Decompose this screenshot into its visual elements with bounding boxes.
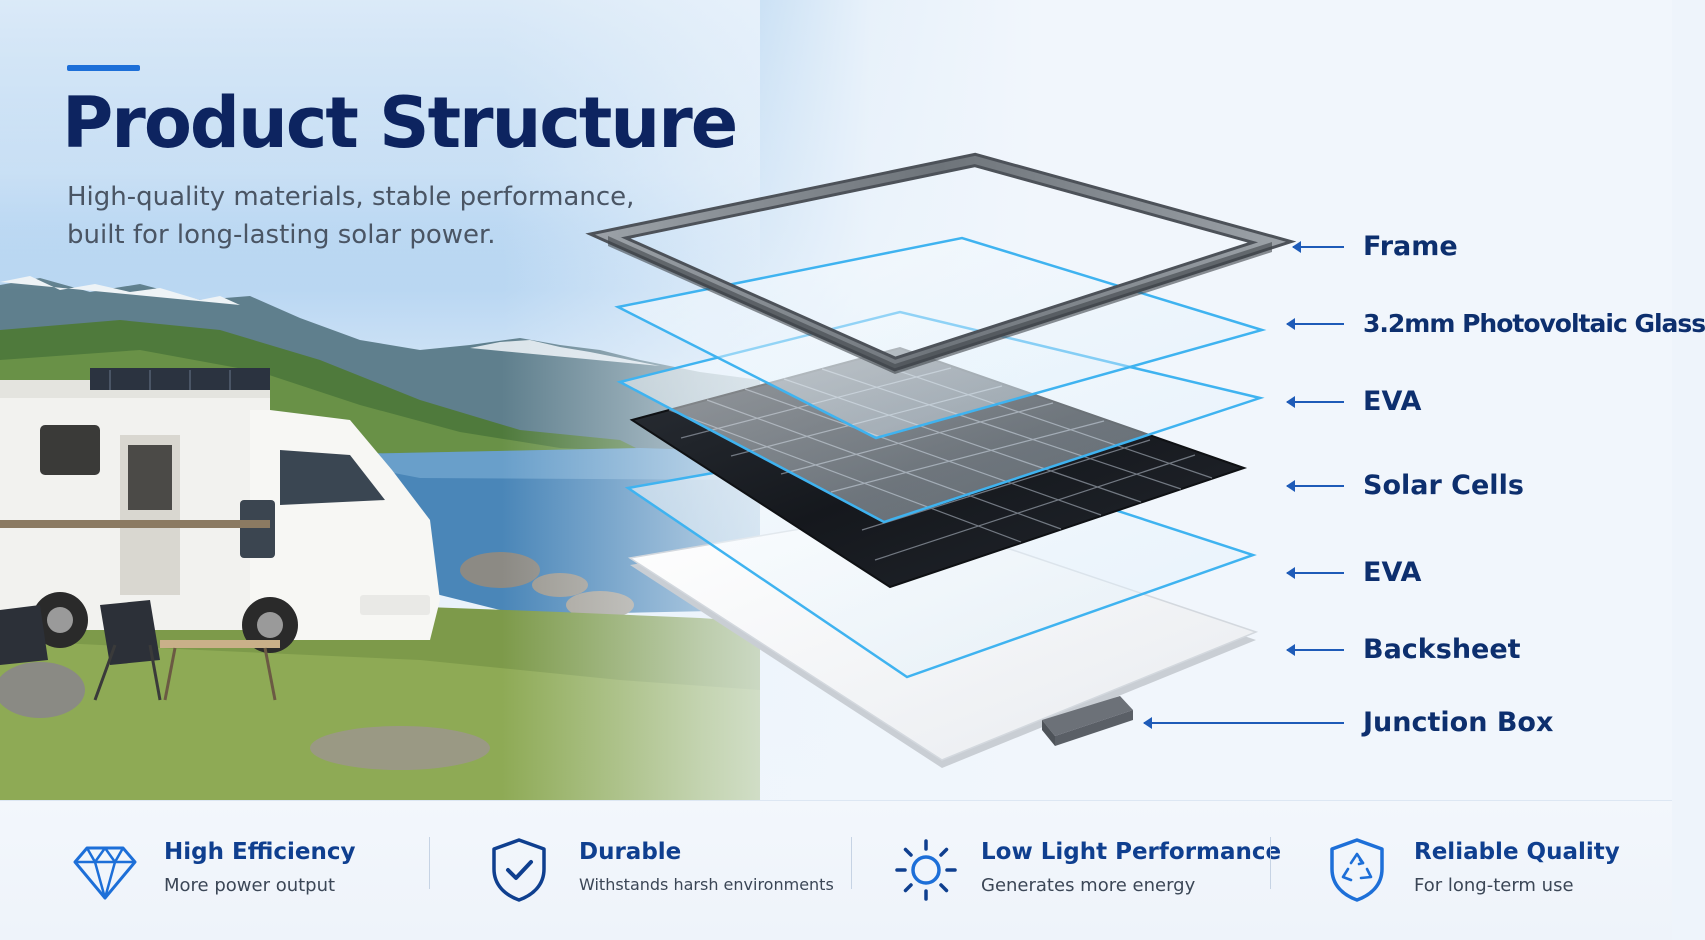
feature-reliable-quality: Reliable Quality For long-term use bbox=[1324, 823, 1654, 921]
feature-title: Low Light Performance bbox=[981, 839, 1282, 865]
layer-label-solar-cells: Solar Cells bbox=[0, 465, 1672, 505]
layer-label-backsheet: Backsheet bbox=[0, 629, 1672, 669]
layer-label-eva-lower: EVA bbox=[0, 552, 1672, 592]
arrow-icon bbox=[1286, 318, 1344, 330]
sun-icon bbox=[893, 837, 959, 903]
arrow-icon bbox=[1286, 644, 1344, 656]
feature-divider bbox=[429, 837, 430, 889]
layer-label-junction-box: Junction Box bbox=[0, 702, 1672, 742]
feature-title: High Efficiency bbox=[164, 839, 356, 865]
feature-divider bbox=[851, 837, 852, 889]
layer-label-frame: Frame bbox=[0, 226, 1672, 266]
layer-label-text: 3.2mm Photovoltaic Glass bbox=[1363, 308, 1705, 338]
layer-label-eva-upper: EVA bbox=[0, 381, 1672, 421]
feature-divider bbox=[1270, 837, 1271, 889]
subtitle-line-2: built for long-lasting solar power. bbox=[67, 220, 496, 250]
arrow-icon bbox=[1286, 396, 1344, 408]
feature-description: More power output bbox=[164, 875, 336, 896]
feature-description: Generates more energy bbox=[981, 875, 1196, 896]
diamond-icon bbox=[72, 837, 138, 903]
shield-recycle-icon bbox=[1324, 837, 1390, 903]
shield-check-icon bbox=[486, 837, 552, 903]
title-accent-bar bbox=[67, 65, 140, 71]
frame-layer bbox=[585, 152, 1297, 374]
junction-box bbox=[1042, 696, 1133, 746]
features-bar: High Efficiency More power output Durabl… bbox=[0, 800, 1672, 940]
feature-description: For long-term use bbox=[1414, 875, 1574, 896]
arrow-icon bbox=[1286, 567, 1344, 579]
feature-high-efficiency: High Efficiency More power output bbox=[72, 823, 392, 921]
arrow-icon bbox=[1292, 241, 1344, 253]
feature-low-light-performance: Low Light Performance Generates more ene… bbox=[893, 823, 1281, 921]
page-title: Product Structure bbox=[62, 82, 738, 164]
exploded-panel-diagram bbox=[585, 152, 1297, 768]
arrow-icon bbox=[1143, 717, 1344, 729]
layer-label-text: EVA bbox=[1363, 556, 1422, 588]
feature-title: Reliable Quality bbox=[1414, 839, 1620, 865]
feature-description: Withstands harsh environments bbox=[579, 875, 834, 894]
layer-label-text: Backsheet bbox=[1363, 633, 1521, 665]
photovoltaic-glass-layer bbox=[614, 236, 1267, 440]
page-subtitle: High-quality materials, stable performan… bbox=[67, 178, 687, 254]
arrow-icon bbox=[1286, 480, 1344, 492]
layer-label-text: Junction Box bbox=[1363, 706, 1554, 738]
feature-durable: Durable Withstands harsh environments bbox=[486, 823, 846, 921]
subtitle-line-1: High-quality materials, stable performan… bbox=[67, 182, 635, 212]
layer-label-photovoltaic-glass: 3.2mm Photovoltaic Glass bbox=[0, 303, 1705, 343]
layer-label-text: Solar Cells bbox=[1363, 469, 1524, 501]
layer-label-text: Frame bbox=[1363, 230, 1458, 262]
layer-label-text: EVA bbox=[1363, 385, 1422, 417]
feature-title: Durable bbox=[579, 839, 682, 865]
